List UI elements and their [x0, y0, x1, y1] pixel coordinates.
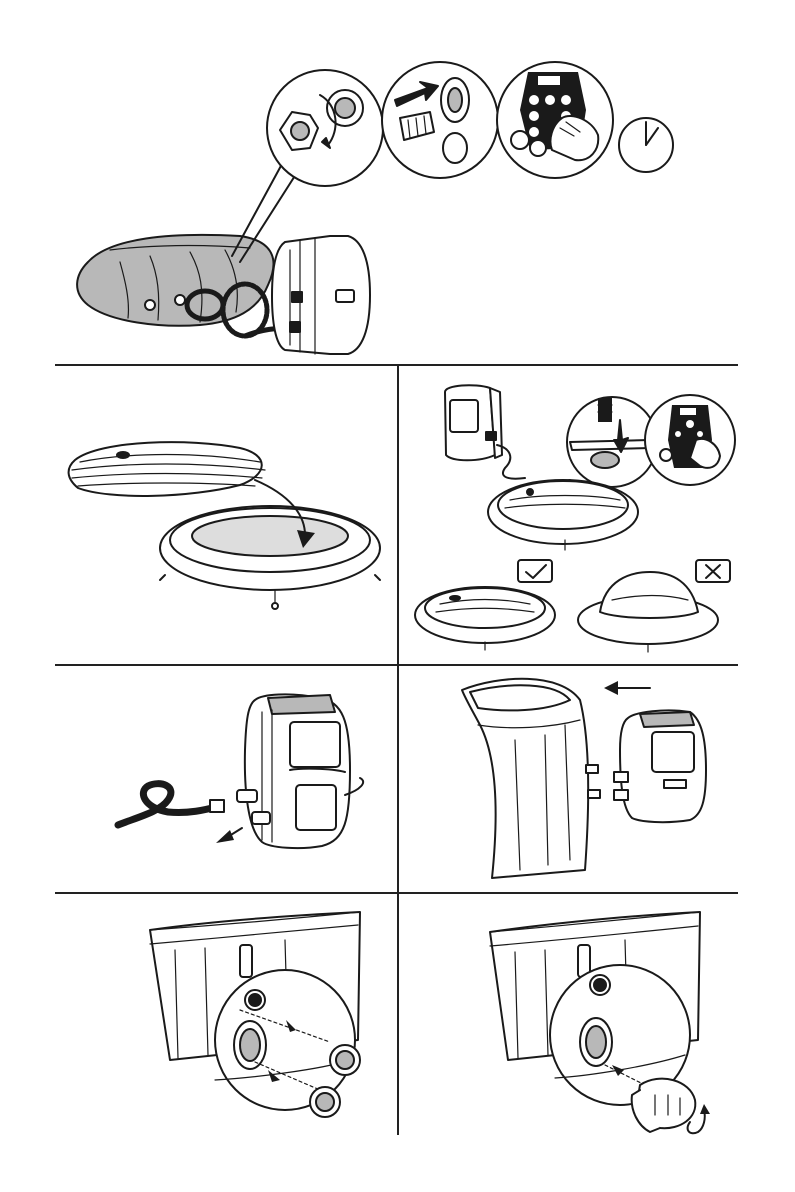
filter-cartridge-icon	[632, 1079, 696, 1132]
